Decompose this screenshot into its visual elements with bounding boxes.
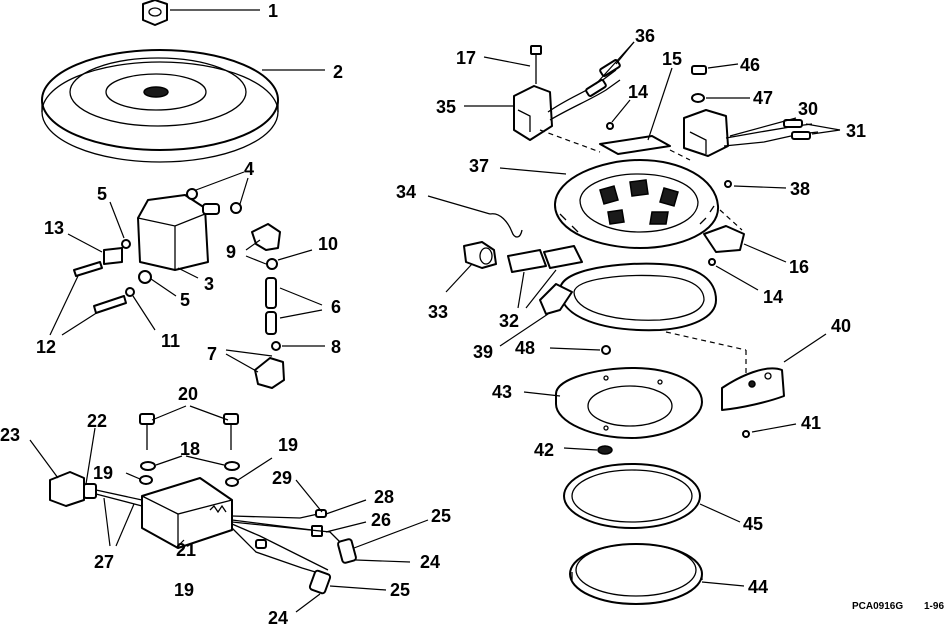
callout-26: 26 bbox=[371, 510, 391, 530]
stator-base bbox=[499, 159, 787, 249]
callout-19b: 19 bbox=[93, 463, 113, 483]
callout-32: 32 bbox=[499, 311, 519, 331]
callout-25b: 25 bbox=[390, 580, 410, 600]
callout-12: 12 bbox=[36, 337, 56, 357]
callout-23: 23 bbox=[0, 425, 20, 445]
callout-10: 10 bbox=[318, 234, 338, 254]
callout-46: 46 bbox=[740, 55, 760, 75]
callout-35: 35 bbox=[436, 97, 456, 117]
callout-33: 33 bbox=[428, 302, 448, 322]
callout-2: 2 bbox=[333, 62, 343, 82]
callout-48: 48 bbox=[515, 338, 535, 358]
callout-1: 1 bbox=[268, 1, 278, 21]
callout-39: 39 bbox=[473, 342, 493, 362]
retainer-plate bbox=[523, 345, 703, 455]
callout-44: 44 bbox=[748, 577, 768, 597]
callout-24a: 24 bbox=[420, 552, 440, 572]
callout-42: 42 bbox=[534, 440, 554, 460]
charge-coil-right bbox=[683, 63, 841, 157]
callout-7: 7 bbox=[207, 344, 217, 364]
figure-reference-code: PCA0916G bbox=[852, 601, 903, 612]
callout-18: 18 bbox=[180, 439, 200, 459]
spark-plug-lead-parts bbox=[225, 223, 325, 389]
callout-14b: 14 bbox=[763, 287, 783, 307]
callout-5b: 5 bbox=[180, 290, 190, 310]
callout-14a: 14 bbox=[628, 82, 648, 102]
callout-37: 37 bbox=[469, 156, 489, 176]
callout-19a: 19 bbox=[278, 435, 298, 455]
callout-21: 21 bbox=[176, 540, 196, 560]
flywheel bbox=[41, 49, 325, 163]
flywheel-nut bbox=[142, 0, 260, 26]
sensor-plate bbox=[539, 67, 691, 161]
callout-25a: 25 bbox=[431, 506, 451, 526]
callout-28: 28 bbox=[374, 487, 394, 507]
charge-coil-left bbox=[464, 41, 635, 141]
callout-27: 27 bbox=[94, 552, 114, 572]
power-pack bbox=[141, 477, 233, 549]
callout-41: 41 bbox=[801, 413, 821, 433]
callout-8: 8 bbox=[331, 337, 341, 357]
callout-22: 22 bbox=[87, 411, 107, 431]
callout-40: 40 bbox=[831, 316, 851, 336]
callout-5: 5 bbox=[97, 184, 107, 204]
callout-11: 11 bbox=[161, 331, 180, 351]
throttle-cam-and-clip bbox=[427, 195, 787, 291]
callout-17: 17 bbox=[456, 48, 476, 68]
callout-16: 16 bbox=[789, 257, 809, 277]
callout-34: 34 bbox=[396, 182, 416, 202]
callout-20: 20 bbox=[178, 384, 198, 404]
callout-45: 45 bbox=[743, 514, 763, 534]
callout-29: 29 bbox=[272, 468, 292, 488]
figure-reference-date: 1-96 bbox=[924, 601, 944, 612]
callout-36: 36 bbox=[635, 26, 655, 46]
callout-13: 13 bbox=[44, 218, 64, 238]
timer-pad bbox=[721, 333, 827, 438]
callout-3: 3 bbox=[204, 274, 214, 294]
callout-6: 6 bbox=[331, 297, 341, 317]
ignition-coil bbox=[137, 194, 220, 279]
power-pack-screws bbox=[125, 405, 273, 487]
callout-19c: 19 bbox=[174, 580, 194, 600]
sensor-bushing bbox=[445, 241, 497, 293]
retainer-rings bbox=[563, 463, 745, 605]
power-pack-harness bbox=[29, 427, 429, 613]
callout-38: 38 bbox=[790, 179, 810, 199]
callout-9: 9 bbox=[226, 242, 236, 262]
callout-4: 4 bbox=[244, 159, 254, 179]
callout-24b: 24 bbox=[268, 608, 288, 626]
callout-43: 43 bbox=[492, 382, 512, 402]
callout-31: 31 bbox=[846, 121, 866, 141]
callout-47: 47 bbox=[753, 88, 773, 108]
coil-fasteners bbox=[49, 171, 249, 336]
callout-30: 30 bbox=[798, 99, 818, 119]
timer-base-gasket bbox=[499, 245, 747, 380]
callout-15: 15 bbox=[662, 49, 682, 69]
